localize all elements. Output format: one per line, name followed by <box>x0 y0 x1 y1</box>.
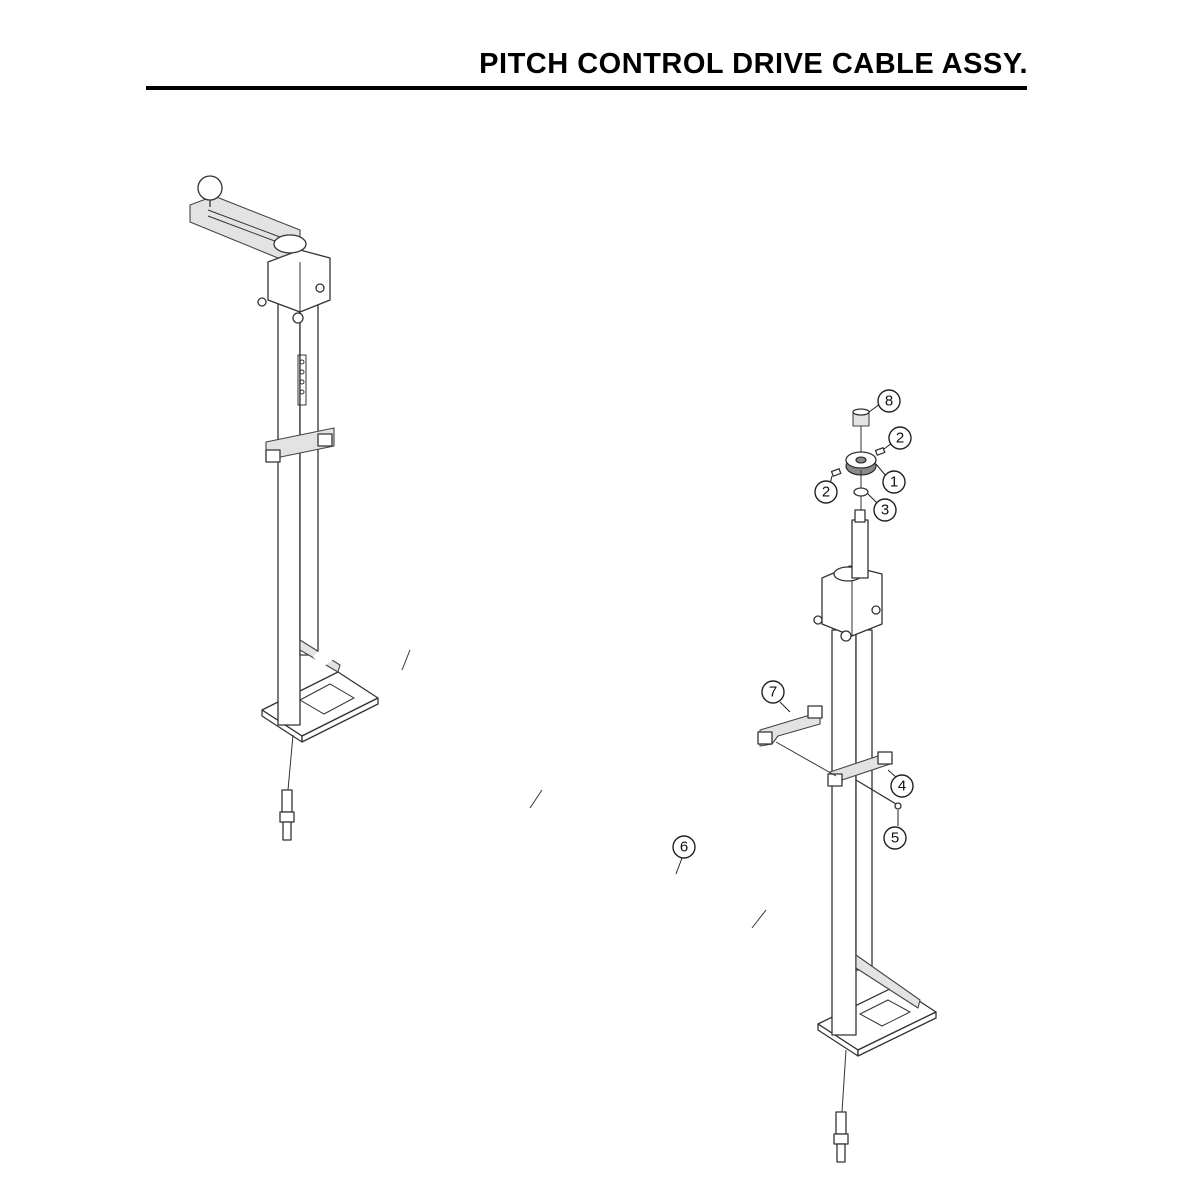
drive-cable <box>312 635 922 1002</box>
callout-4-label: 4 <box>898 778 906 795</box>
callout-5-label: 5 <box>891 830 899 847</box>
drive-shaft <box>851 519 869 579</box>
right-main-tube <box>831 629 857 1036</box>
callout-4: 4 <box>887 769 914 798</box>
left-stand <box>189 175 379 841</box>
callout-1-label: 1 <box>890 474 898 491</box>
callout-8: 8 <box>868 389 901 413</box>
part-3-washer <box>853 487 869 497</box>
left-head-housing <box>267 249 331 313</box>
callout-2-upper: 2 <box>883 426 912 450</box>
part-4-clamp <box>827 751 893 787</box>
callout-2-lower: 2 <box>814 475 838 504</box>
left-cable-end-fitting <box>281 789 293 813</box>
part-7-clamp-half <box>757 705 823 747</box>
callout-2-lower-label: 2 <box>822 484 830 501</box>
callout-3-label: 3 <box>881 502 889 519</box>
callout-7-label: 7 <box>769 684 777 701</box>
part-2-set-screws <box>830 447 886 477</box>
callout-6: 6 <box>672 835 696 875</box>
right-cable-end-fitting <box>835 1111 847 1135</box>
part-8-cap <box>852 408 870 427</box>
page-title: PITCH CONTROL DRIVE CABLE ASSY. <box>479 48 1028 80</box>
callout-6-label: 6 <box>680 839 688 856</box>
part-1-gear <box>845 451 877 476</box>
callout-8-label: 8 <box>885 393 893 410</box>
callout-7: 7 <box>761 680 791 713</box>
callout-5: 5 <box>883 810 907 850</box>
callout-1: 1 <box>875 463 906 494</box>
title-rule <box>146 86 1027 90</box>
callout-3: 3 <box>867 493 897 522</box>
callout-2-upper-label: 2 <box>896 430 904 447</box>
crank-knob <box>197 175 223 201</box>
part-5-screw <box>855 779 902 810</box>
right-stand <box>813 509 937 1163</box>
left-main-tube <box>277 299 301 726</box>
